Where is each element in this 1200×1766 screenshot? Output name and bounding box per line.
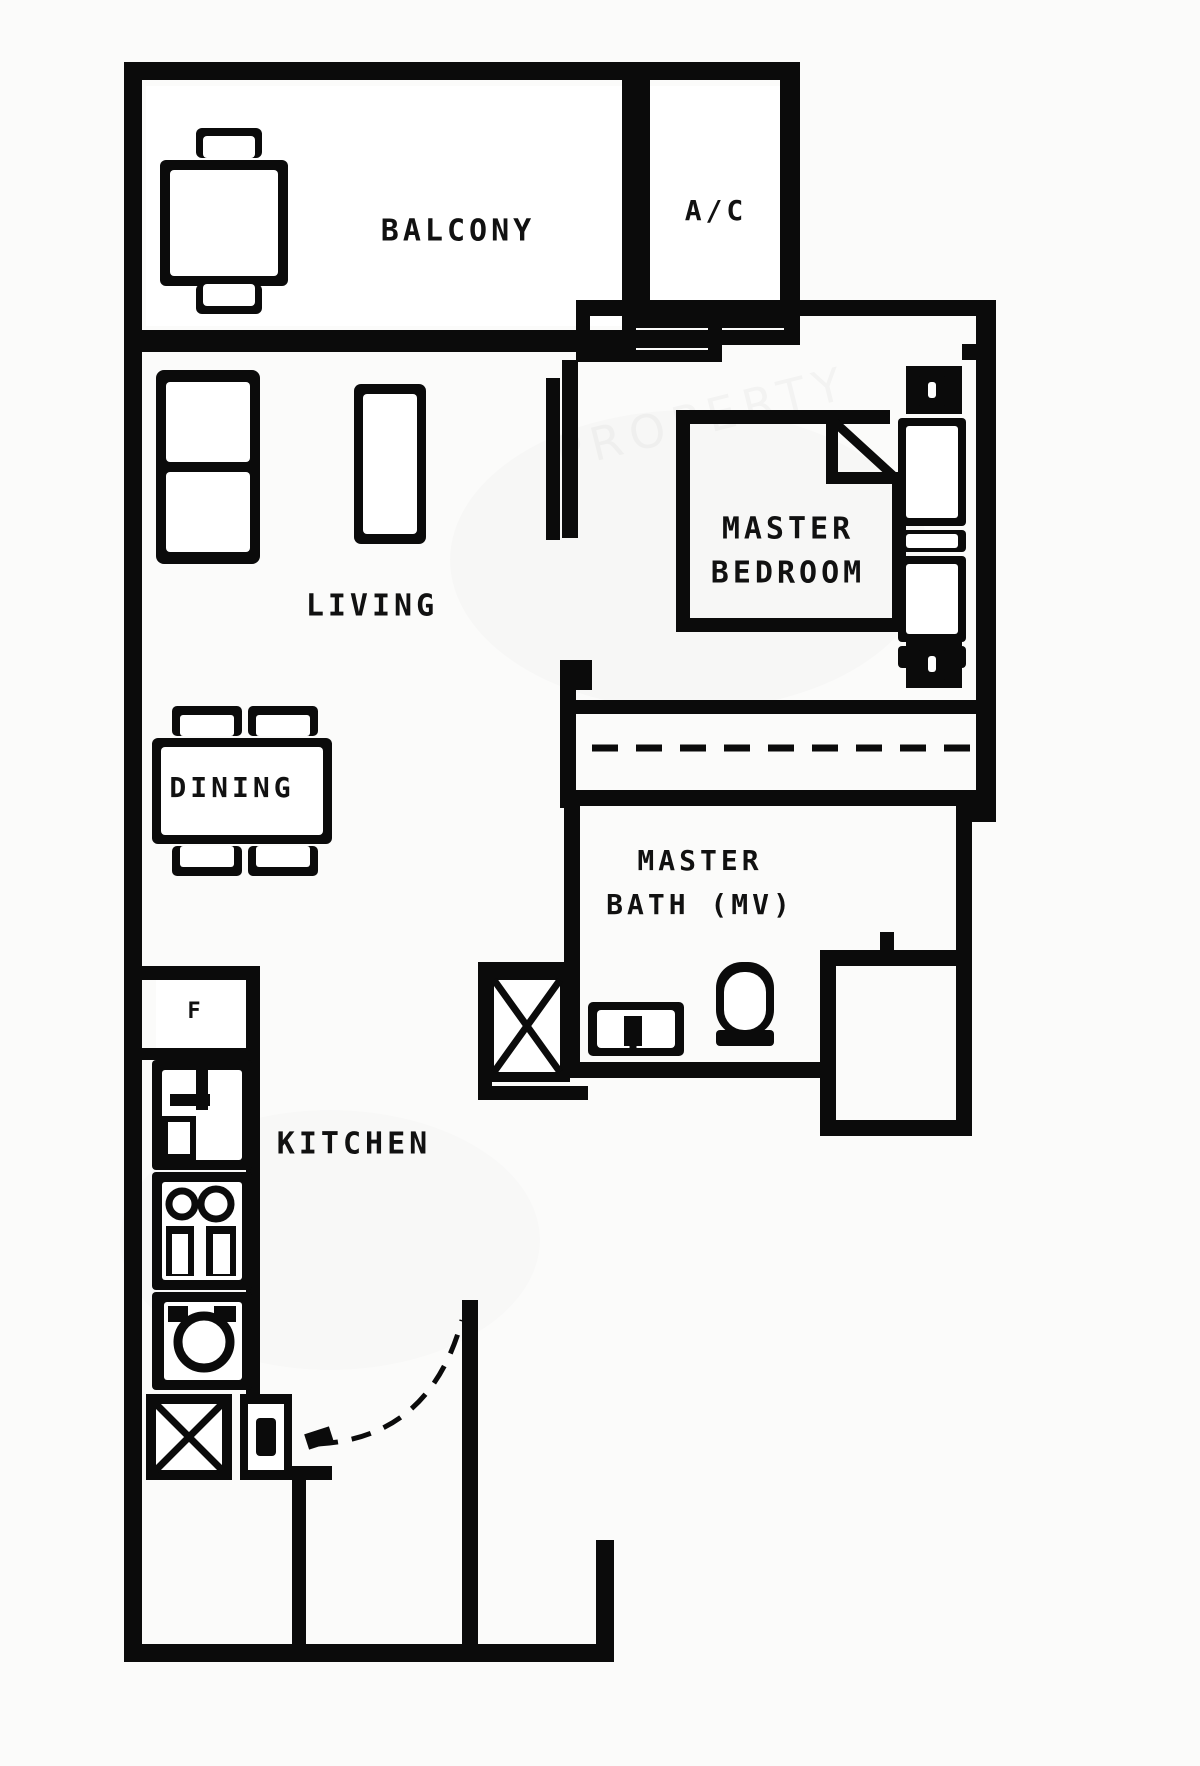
fixture-coffee-table: [354, 384, 426, 544]
room-label-ac-ledge: A/C: [685, 194, 748, 227]
fixture-shower-tray: [484, 970, 570, 1082]
fixture-dining-table-four-chairs: [152, 706, 332, 876]
fixture-two-seat-sofa: [156, 370, 260, 564]
room-label-dining: DINING: [169, 771, 294, 804]
fixture-cooktop-hob: [152, 1172, 252, 1290]
room-living: LIVING: [156, 360, 578, 624]
fixture-wash-basin: [588, 1002, 684, 1056]
room-master-bath: MASTER BATH (MV): [484, 844, 894, 1082]
room-label-balcony: BALCONY: [381, 214, 535, 249]
room-label-master-bath-line2: BATH (MV): [606, 888, 794, 921]
room-label-kitchen: KITCHEN: [277, 1127, 431, 1162]
room-master-bedroom: MASTER BEDROOM: [676, 300, 996, 688]
fixture-ac-condenser-unit-bottom: [906, 640, 962, 688]
fixture-refrigerator: F: [142, 980, 260, 1060]
annotation-fridge-tag: F: [187, 999, 204, 1024]
room-label-master-bath-line1: MASTER: [637, 844, 762, 877]
fixture-kitchen-sink: [152, 1060, 252, 1170]
fixture-wardrobe: [898, 418, 966, 668]
fixture-balcony-table-and-chairs: [160, 128, 288, 314]
fixture-washing-machine: [152, 1292, 252, 1390]
outline-closers: [124, 1540, 614, 1662]
room-balcony: BALCONY: [140, 80, 636, 352]
fixture-entry-door-swing: [304, 1319, 465, 1450]
fixture-service-shaft: [146, 1394, 292, 1480]
room-dining: DINING: [152, 706, 332, 876]
fixture-water-closet: [716, 962, 774, 1046]
room-label-master-bedroom-line2: BEDROOM: [711, 556, 865, 591]
fixture-king-bed: [826, 414, 904, 486]
room-label-master-bedroom-line1: MASTER: [722, 512, 854, 547]
room-kitchen: KITCHEN F: [142, 966, 478, 1662]
fixture-ac-condenser-unit-top: [906, 366, 962, 414]
room-ac-ledge: A/C: [576, 62, 996, 362]
room-label-living: LIVING: [306, 589, 438, 624]
interior-walls: [478, 300, 996, 1136]
